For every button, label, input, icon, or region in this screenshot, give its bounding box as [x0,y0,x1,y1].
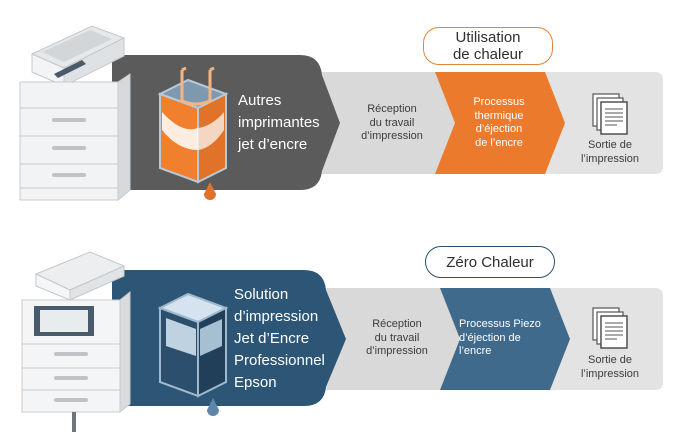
ink-drop-icon [207,398,219,416]
piezo-ink-chamber-icon [157,292,229,398]
stage-process: Processus Piezo d’éjection de l’encre [459,318,541,357]
printer-icon [21,251,131,432]
stage-reception: Réception du travail d’impression [361,103,423,142]
piezo-flow: Solution d’impression Jet d’Encre Profes… [0,222,693,442]
ink-drop-icon [204,182,216,200]
thermic-flow: Autres imprimantes jet d’encre Réception… [0,0,693,220]
stage-process: Processus thermique d’éjection de l’encr… [473,96,525,149]
block-label: Solution d’impression Jet d’Encre Profes… [234,286,325,391]
block-label: Autres imprimantes jet d’encre [238,92,320,153]
heated-ink-chamber-icon [157,66,229,184]
heat-usage-pill: Utilisation de chaleur [423,27,553,65]
stage-output: Sortie de l’impression [580,139,640,165]
zero-heat-pill: Zéro Chaleur [425,246,555,278]
document-stack-icon [592,307,628,349]
document-stack-icon [592,93,628,135]
printer-icon [19,25,131,202]
stage-reception: Réception du travail d’impression [366,318,428,357]
stage-output: Sortie de l’impression [580,354,640,380]
